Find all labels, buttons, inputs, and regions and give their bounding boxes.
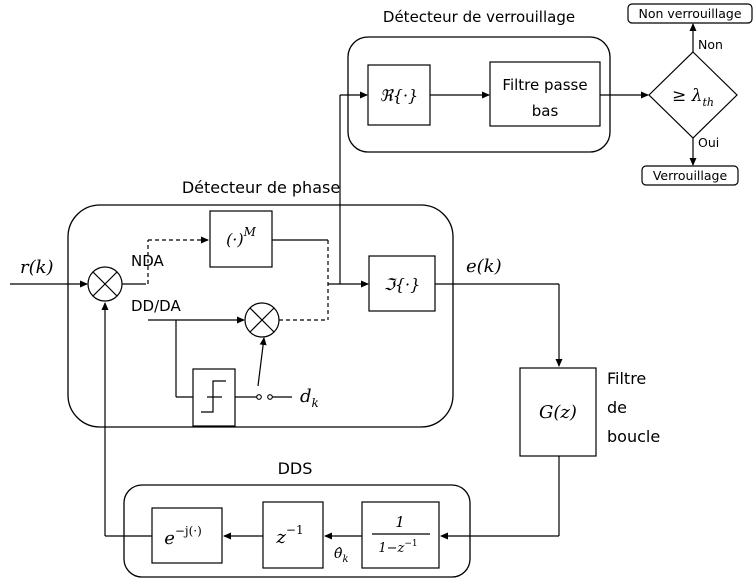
exp-label: e−j(·): [164, 524, 202, 549]
decision-subscript: k: [312, 396, 319, 410]
lowpass-filter-block: [489, 61, 601, 127]
real-part-label: ℜ{·}: [380, 86, 418, 105]
non-verrouillage-label: Non verrouillage: [638, 6, 741, 21]
lock-detector-title: Détecteur de verrouillage: [383, 8, 575, 26]
integrator-den-exponent: −1: [404, 539, 417, 549]
verrouillage-box: [641, 165, 739, 186]
loop-filter-caption-2: de: [607, 398, 627, 417]
unit-delay-block: [262, 501, 324, 569]
unit-delay-exponent: −1: [286, 523, 304, 537]
threshold-label: ≥ λth: [672, 86, 714, 109]
decision-label: dk: [300, 386, 319, 410]
switch-contact-right: [267, 394, 273, 400]
real-part-block: [367, 64, 431, 126]
loop-filter-caption-3: boucle: [607, 427, 660, 446]
switch-contact-left: [256, 394, 262, 400]
exp-block: [151, 507, 223, 564]
power-m-label: (·)M: [226, 225, 257, 249]
power-m-exponent: M: [243, 225, 257, 239]
non-label: Non: [698, 37, 723, 52]
integrator-block: [361, 501, 440, 569]
phase-detector-group: [67, 204, 454, 428]
switch-to-multiplier-arrow: [257, 337, 267, 387]
loop-filter-block: [519, 367, 597, 457]
dds-title: DDS: [278, 459, 313, 478]
dds-group: [123, 484, 471, 578]
loop-filter-caption-1: Filtre: [607, 369, 646, 388]
dd-da-label: DD/DA: [131, 297, 181, 315]
error-label: e(k): [466, 256, 502, 277]
oui-label: Oui: [698, 135, 719, 150]
loop-filter-label: G(z): [539, 402, 577, 423]
slicer-icon: [201, 380, 226, 413]
power-m-block: [209, 210, 273, 268]
integrator-numerator: 1: [395, 513, 405, 531]
threshold-subscript: th: [702, 96, 714, 109]
theta-label: θ̂k: [334, 546, 349, 565]
input-label: r(k): [20, 257, 54, 278]
unit-delay-label: z−1: [275, 523, 303, 548]
lowpass-filter-label: Filtre passe: [502, 76, 587, 94]
imag-part-label: ℑ{·}: [384, 275, 421, 294]
theta-subscript: k: [342, 554, 348, 565]
lowpass-filter-label-2: bas: [532, 102, 559, 120]
exp-exponent: −j(·): [175, 524, 202, 538]
verrouillage-label: Verrouillage: [653, 168, 728, 183]
integrator-denominator: 1−z−1: [378, 539, 417, 556]
phase-detector-title: Détecteur de phase: [182, 178, 340, 197]
nda-label: NDA: [131, 252, 165, 270]
